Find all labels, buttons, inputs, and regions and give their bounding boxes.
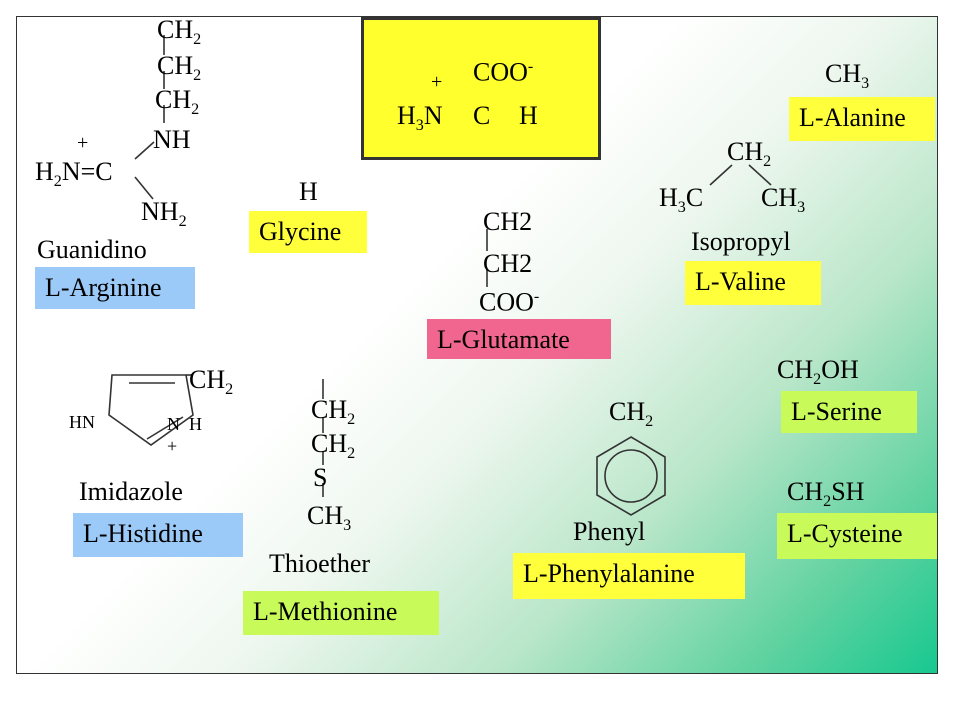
phenylalanine-group-label: Phenyl (573, 517, 646, 546)
core-alpha-carbon: C (473, 101, 491, 130)
alanine-ch3: CH3 (825, 59, 870, 93)
valine-name-tag: L-Valine (685, 261, 821, 305)
histidine-group-label: Imidazole (79, 477, 183, 506)
histidine-h: H (189, 414, 202, 434)
arginine-h2n-c: H2N=C (35, 157, 113, 191)
glycine-hydrogen: H (299, 177, 318, 206)
arginine-nh: NH (153, 125, 191, 154)
glutamate-ch2-2: CH2 (483, 249, 533, 278)
glutamate-name-tag: L-Glutamate (427, 319, 611, 359)
histidine-hn: HN (69, 412, 95, 432)
valine-ch3: CH3 (761, 183, 806, 217)
core-amino-group: H3N (397, 101, 443, 135)
methionine-ch2-2: CH2 (311, 429, 356, 463)
cysteine-name-tag: L-Cysteine (777, 513, 937, 559)
cysteine-ch2sh: CH2SH (787, 477, 865, 511)
valine-h3c: H3C (659, 183, 704, 217)
core-plus-charge: + (431, 71, 443, 93)
arginine-nh2: NH2 (141, 197, 187, 231)
histidine-plus-charge: + (167, 436, 178, 456)
phenylalanine-name-tag: L-Phenylalanine (513, 553, 745, 599)
methionine-name-tag: L-Methionine (243, 591, 439, 635)
histidine-ch2: CH2 (189, 365, 234, 399)
methionine-group-label: Thioether (269, 549, 371, 578)
serine-ch2oh: CH2OH (777, 355, 859, 389)
methionine-sulfur: S (313, 463, 328, 492)
alanine-name-tag: L-Alanine (789, 97, 935, 141)
glutamate-carboxylate: COO- (479, 287, 540, 317)
amino-acid-slide: + COO- H3N C H CH2 CH2 CH2 NH + H2N=C NH… (16, 16, 938, 674)
arginine-ch2-2: CH2 (157, 51, 202, 85)
arginine-plus-charge: + (77, 132, 89, 154)
glycine-name-tag: Glycine (249, 211, 367, 253)
methionine-ch3: CH3 (307, 501, 352, 535)
arginine-ch2-1: CH2 (157, 16, 202, 49)
arginine-group-label: Guanidino (37, 235, 147, 264)
histidine-name-tag: L-Histidine (73, 513, 243, 557)
glutamate-ch2-1: CH2 (483, 207, 533, 236)
arginine-name-tag: L-Arginine (35, 267, 195, 309)
core-amino-acid-box (361, 17, 601, 160)
core-carboxylate: COO- (473, 57, 534, 87)
histidine-n: N (167, 414, 180, 434)
arginine-ch2-3: CH2 (155, 85, 200, 119)
methionine-ch2-1: CH2 (311, 395, 356, 429)
core-hydrogen: H (519, 101, 538, 130)
phenylalanine-ch2: CH2 (609, 397, 654, 431)
valine-ch2: CH2 (727, 137, 772, 171)
valine-group-label: Isopropyl (691, 227, 791, 256)
serine-name-tag: L-Serine (781, 391, 917, 433)
